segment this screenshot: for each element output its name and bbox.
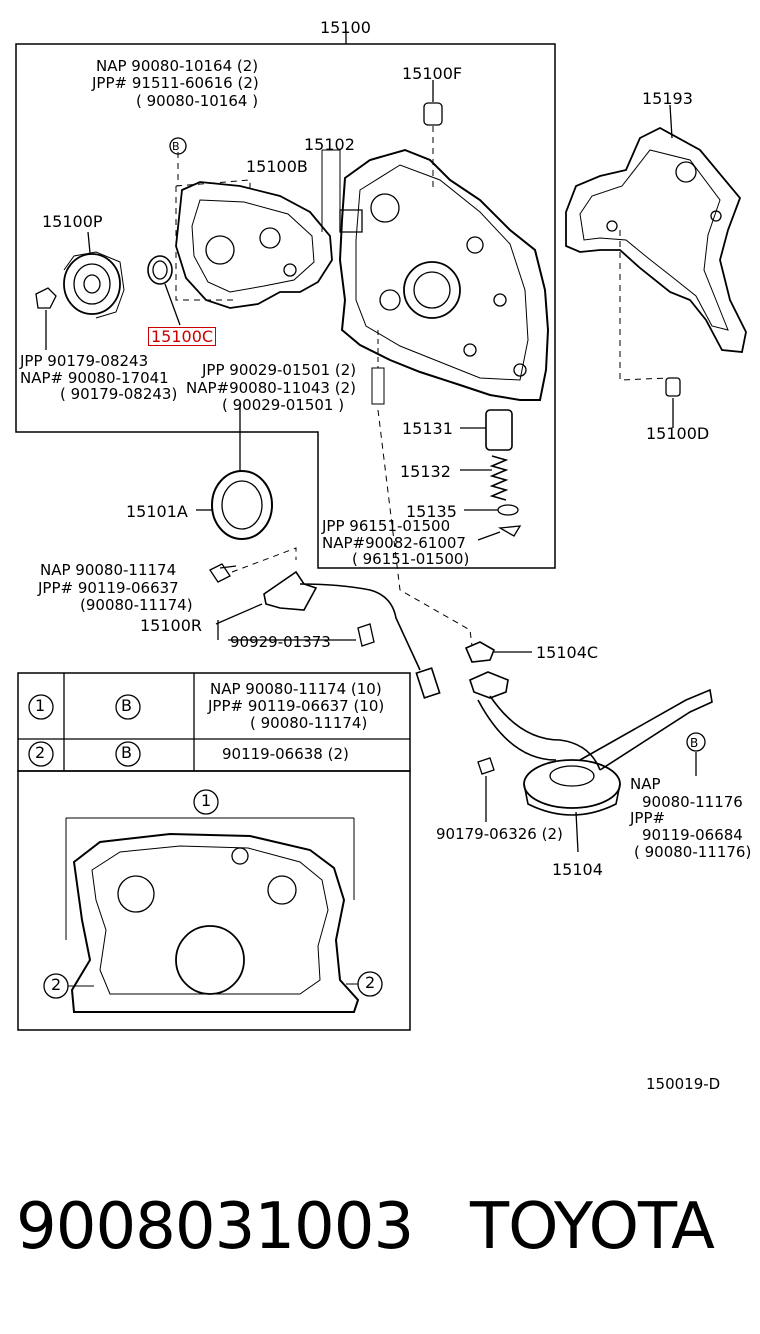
callout-topleft-line2: JPP# 91511-60616 (2) [92, 74, 259, 92]
callout-pan-right-line5: ( 90080-11176) [634, 843, 752, 861]
callout-pan-right-line3: JPP# [630, 809, 666, 827]
callout-right-line3: ( 96151-01500) [352, 550, 470, 568]
callout-sensor-connector: 90929-01373 [230, 633, 331, 651]
table-row1-line1: NAP 90080-11174 (10) [210, 680, 382, 698]
part-label-15100: 15100 [320, 18, 371, 37]
part-label-15100F: 15100F [402, 64, 463, 83]
callout-right-line1: JPP 96151-01500 [322, 517, 451, 535]
table-row1-number: 1 [35, 696, 46, 715]
part-label-15100P: 15100P [42, 212, 103, 231]
callout-sensor-line3: (90080-11174) [80, 596, 193, 614]
part-label-15104C: 15104C [536, 643, 599, 662]
part-label-15100B: 15100B [246, 157, 308, 176]
part-label-15101A: 15101A [126, 502, 188, 521]
footer-brand: TOYOTA [470, 1190, 715, 1264]
callout-pan-bolt: 90179-06326 (2) [436, 825, 563, 843]
part-label-15100C-highlighted: 15100C [148, 327, 217, 346]
callout-pan-right-line4: 90119-06684 [642, 826, 743, 844]
inset-marker-2-left: 2 [51, 975, 62, 994]
table-row1-marker: B [121, 696, 132, 715]
footer-part-number: 9008031003 [16, 1190, 414, 1264]
table-row2-number: 2 [35, 743, 46, 762]
callout-sensor-line1: NAP 90080-11174 [40, 561, 177, 579]
pan-bolt-marker-b: B [690, 736, 699, 750]
callout-left-line2: NAP# 90080-17041 [20, 369, 169, 387]
bolt-marker-b: B [172, 140, 180, 153]
callout-pan-right-line1: NAP [630, 775, 661, 793]
diagram-code: 150019-D [646, 1075, 721, 1093]
part-label-15132: 15132 [400, 462, 451, 481]
inset-marker-1: 1 [201, 791, 212, 810]
table-row2-marker: B [121, 743, 132, 762]
callout-topleft-line1: NAP 90080-10164 (2) [96, 57, 259, 75]
part-label-15102: 15102 [304, 135, 355, 154]
callout-left-line3: ( 90179-08243) [60, 385, 178, 403]
part-label-15131: 15131 [402, 419, 453, 438]
callout-mid-line3: ( 90029-01501 ) [222, 396, 345, 414]
part-label-15104: 15104 [552, 860, 603, 879]
callout-left-line1: JPP 90179-08243 [20, 352, 149, 370]
callout-topleft-line3: ( 90080-10164 ) [136, 92, 259, 110]
part-label-15100D: 15100D [646, 424, 710, 443]
part-label-15193: 15193 [642, 89, 693, 108]
callout-mid-line2: NAP#90080-11043 (2) [186, 379, 356, 397]
part-label-15135: 15135 [406, 502, 457, 521]
part-label-15100R: 15100R [140, 616, 203, 635]
callout-right-line2: NAP#90082-61007 [322, 534, 466, 552]
callout-mid-line1: JPP 90029-01501 (2) [202, 361, 357, 379]
table-row1-line3: ( 90080-11174) [250, 714, 368, 732]
table-row1-line2: JPP# 90119-06637 (10) [208, 697, 385, 715]
table-row2-text: 90119-06638 (2) [222, 745, 349, 763]
inset-marker-2-right: 2 [365, 973, 376, 992]
callout-sensor-line2: JPP# 90119-06637 [38, 579, 179, 597]
callout-pan-right-line2: 90080-11176 [642, 793, 743, 811]
